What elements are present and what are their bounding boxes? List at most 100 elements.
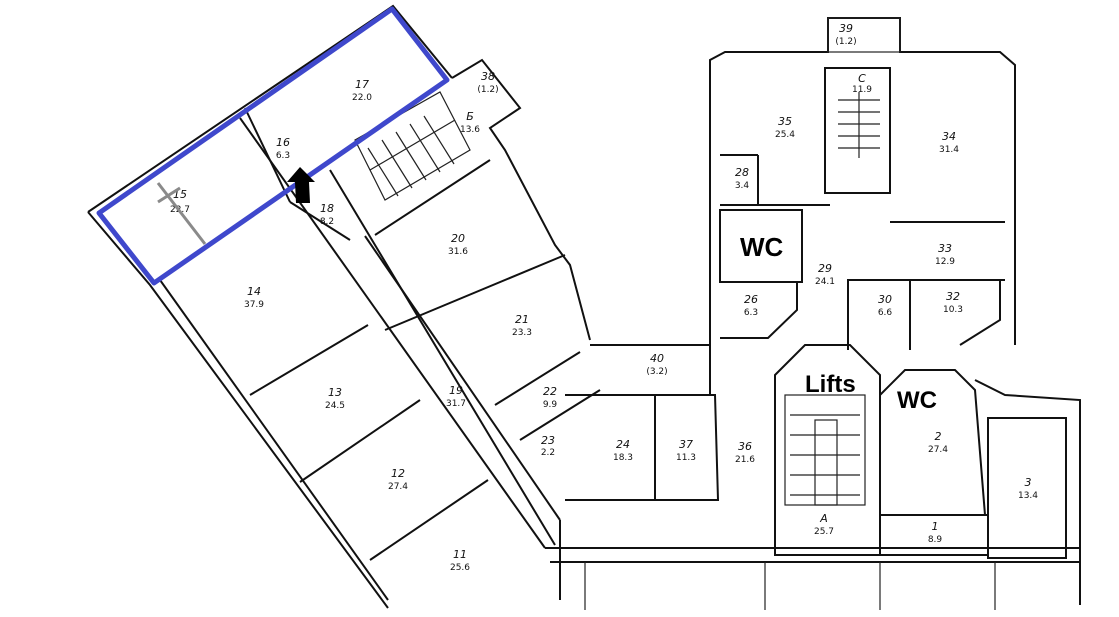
- room-area: (1.2): [835, 37, 856, 47]
- room-35: 35 25.4: [775, 115, 795, 140]
- room-a: A 25.7: [814, 512, 834, 537]
- room-36: 36 21.6: [735, 440, 755, 465]
- room-1: 18.9: [928, 520, 943, 545]
- room-number: 1: [932, 520, 939, 533]
- room-number: A: [819, 512, 828, 525]
- room-number: 20: [451, 232, 465, 245]
- room-33: 33 12.9: [935, 242, 955, 267]
- room-16: 166.3: [276, 136, 290, 161]
- room-30: 306.6: [878, 293, 893, 318]
- room-area: 8.2: [320, 217, 334, 227]
- room-number: 29: [818, 262, 832, 275]
- room-area: 25.7: [814, 527, 834, 537]
- room-number: 21: [515, 313, 529, 326]
- room-23: 232.2: [541, 434, 555, 458]
- room-area: 12.9: [935, 257, 955, 267]
- room-number: 33: [938, 242, 952, 255]
- room-area: 3.4: [735, 181, 750, 191]
- room-number: 30: [878, 293, 892, 306]
- room-area: 11.9: [852, 85, 872, 95]
- room-number: 22: [543, 385, 557, 398]
- room-area: 24.5: [325, 401, 345, 411]
- room-number: 13: [328, 386, 342, 399]
- room-number: 19: [449, 384, 463, 397]
- room-area: 21.6: [735, 455, 755, 465]
- room-2: 227.4: [928, 430, 948, 455]
- room-39: 39 (1.2): [835, 22, 856, 47]
- room-34: 34 31.4: [939, 130, 959, 155]
- room-3: 313.4: [1018, 476, 1038, 501]
- room-11: 11 25.6: [450, 548, 470, 573]
- room-13: 13 24.5: [325, 386, 345, 411]
- room-number: 17: [355, 78, 369, 91]
- wc-label-right: WC: [897, 387, 937, 414]
- room-40: 40 (3.2): [646, 352, 667, 377]
- room-number: 12: [391, 467, 405, 480]
- room-area: 25.4: [775, 130, 795, 140]
- room-number: 38: [481, 70, 495, 83]
- highlighted-area: [96, 6, 450, 286]
- stairs-left: [354, 91, 471, 201]
- entrance-arrow-icon: [287, 167, 315, 203]
- room-22: 229.9: [543, 385, 558, 410]
- room-number: 34: [942, 130, 956, 143]
- room-area: 31.6: [448, 247, 468, 257]
- room-number: 2: [935, 430, 942, 443]
- room-number: 37: [679, 438, 693, 451]
- room-area: 18.3: [613, 453, 633, 463]
- room-area: 9.9: [543, 400, 558, 410]
- room-area: 31.7: [446, 399, 466, 409]
- room-area: 13.4: [1018, 491, 1038, 501]
- room-17: 17 22.0: [352, 78, 372, 103]
- left-wing-walls: [87, 4, 601, 609]
- room-b: Б13.6: [460, 110, 480, 135]
- room-area: 8.9: [928, 535, 943, 545]
- room-area: 24.1: [815, 277, 835, 287]
- room-number: 36: [738, 440, 752, 453]
- room-area: 13.6: [460, 125, 480, 135]
- room-20: 20 31.6: [448, 232, 468, 257]
- room-area: 22.0: [352, 93, 372, 103]
- room-number: C: [858, 72, 866, 85]
- room-number: 3: [1025, 476, 1032, 489]
- room-number: 11: [453, 548, 467, 561]
- room-area: 11.3: [676, 453, 696, 463]
- room-area: 6.3: [744, 308, 758, 318]
- room-c: C11.9: [852, 72, 872, 95]
- room-number: 39: [839, 22, 853, 35]
- room-29: 29 24.1: [815, 262, 835, 287]
- room-area: 31.4: [939, 145, 959, 155]
- room-12: 12 27.4: [388, 467, 408, 492]
- room-area: 37.9: [244, 300, 264, 310]
- stairs-c: [790, 92, 880, 496]
- room-area: 6.6: [878, 308, 893, 318]
- room-18: 188.2: [320, 202, 334, 227]
- room-number: 26: [744, 293, 758, 306]
- room-area: 25.6: [450, 563, 470, 573]
- gray-cross-marker: [156, 182, 207, 245]
- room-19: 19 31.7: [446, 384, 466, 409]
- room-number: 23: [541, 434, 555, 447]
- room-area: 27.4: [388, 482, 408, 492]
- room-21: 21 23.3: [512, 313, 532, 338]
- room-area: 2.2: [541, 448, 555, 458]
- room-area: (3.2): [646, 367, 667, 377]
- wc-label-left: WC: [740, 232, 784, 262]
- room-38: 38 (1.2): [477, 70, 498, 95]
- room-area: 6.3: [276, 151, 290, 161]
- room-number: 28: [735, 166, 749, 179]
- room-area: (1.2): [477, 85, 498, 95]
- room-area: 23.3: [512, 328, 532, 338]
- room-number: 40: [650, 352, 664, 365]
- room-number: 18: [320, 202, 334, 215]
- room-37: 37 11.3: [676, 438, 696, 463]
- room-area: 10.3: [943, 305, 963, 315]
- room-number: 24: [616, 438, 630, 451]
- room-28: 283.4: [735, 166, 750, 191]
- room-number: 35: [778, 115, 792, 128]
- room-26: 266.3: [744, 293, 758, 318]
